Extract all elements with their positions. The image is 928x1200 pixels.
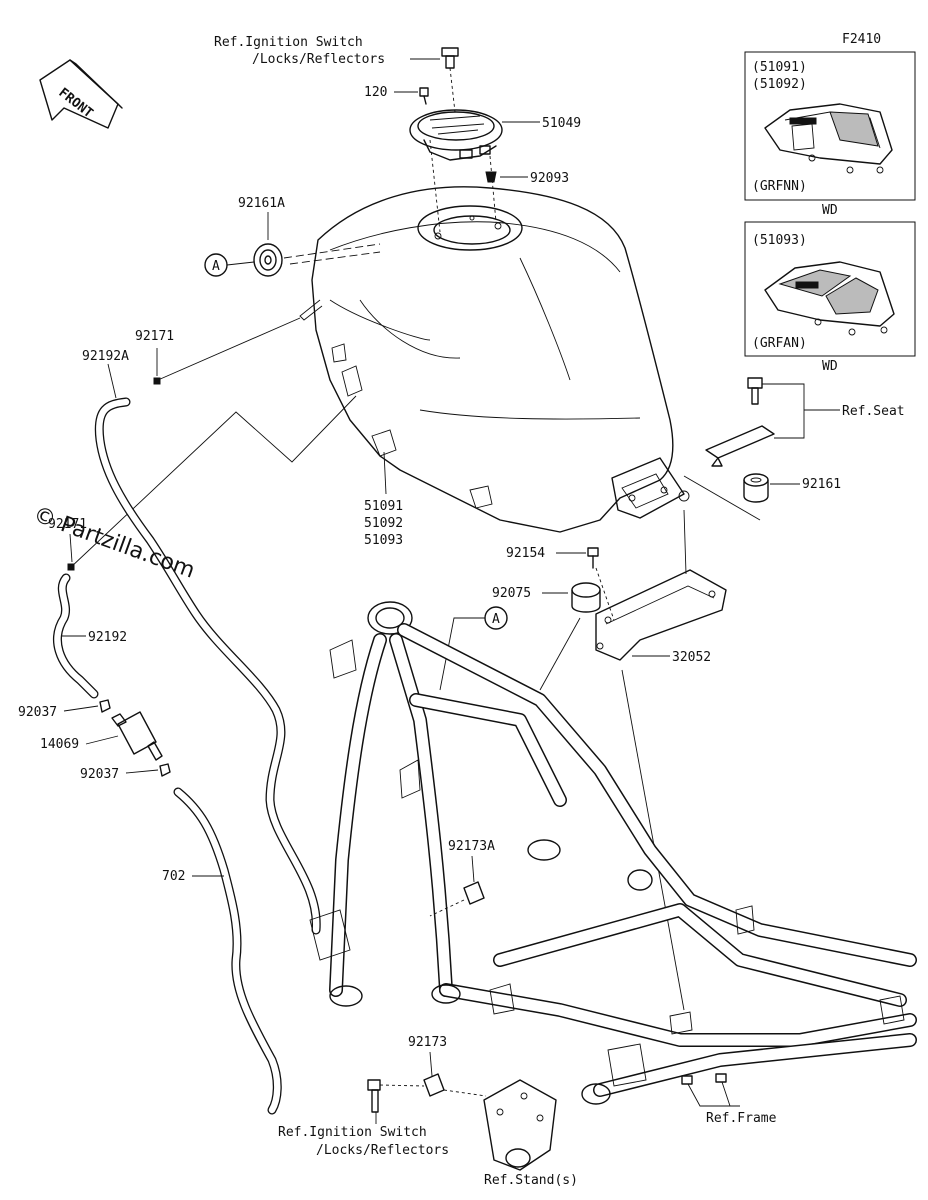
- callout-32052: 32052: [672, 650, 711, 665]
- ref-ignition-bottom-line-2: /Locks/Reflectors: [316, 1143, 449, 1158]
- bolt-92154-icon: [587, 547, 599, 569]
- callout-702: 702: [162, 869, 185, 884]
- ref-ignition-bottom-line-1: Ref.Ignition Switch: [278, 1125, 427, 1140]
- inset-grfnn: (51091) (51092) (GRFNN) WD: [744, 51, 916, 218]
- frame-clip-icon: [681, 1073, 727, 1085]
- screw-120-icon: [419, 87, 429, 105]
- callout-14069: 14069: [40, 737, 79, 752]
- hose-92192-icon: [52, 573, 99, 699]
- inset-grfan: (51093) (GRFAN) WD: [744, 221, 916, 374]
- inset-grfan-caption: WD: [822, 359, 838, 374]
- ref-frame-label: Ref.Frame: [706, 1111, 777, 1126]
- grommet-92161a-icon: [253, 243, 283, 277]
- inset-grfan-variant: (GRFAN): [752, 336, 807, 351]
- callout-92173a: 92173A: [448, 839, 495, 854]
- inset-grfnn-code-2: (51092): [752, 77, 807, 92]
- ref-ignition-top-line-1: Ref.Ignition Switch: [214, 35, 363, 50]
- callout-92154: 92154: [506, 546, 545, 561]
- bolt-top-icon: [441, 47, 459, 69]
- watermark: © Partzilla.com: [30, 502, 198, 584]
- diagram-code: F2410: [842, 32, 881, 47]
- grommet-92161-icon: [743, 473, 769, 503]
- callout-51093: 51093: [364, 533, 403, 548]
- fuel-filter-icon: [111, 711, 163, 761]
- inset-grfnn-variant: (GRFNN): [752, 179, 807, 194]
- callout-92037-bottom: 92037: [80, 767, 119, 782]
- callout-92173: 92173: [408, 1035, 447, 1050]
- ref-ignition-top-line-2: /Locks/Reflectors: [252, 52, 385, 67]
- callout-92075: 92075: [492, 586, 531, 601]
- hose-92192a-icon: [94, 397, 321, 935]
- frame-icon: [309, 601, 917, 1105]
- ref-seat-label: Ref.Seat: [842, 404, 905, 419]
- callout-92192: 92192: [88, 630, 127, 645]
- inset-grfan-frame: [744, 221, 916, 357]
- bolt-bottom-icon: [367, 1079, 381, 1113]
- seat-bracket-icon: [705, 425, 775, 467]
- inset-grfnn-code-1: (51091): [752, 60, 807, 75]
- gasket-92093-icon: [485, 171, 497, 183]
- inset-grfan-code-1: (51093): [752, 233, 807, 248]
- hose-702-icon: [173, 787, 282, 1115]
- callout-92171-top: 92171: [135, 329, 174, 344]
- inset-grfnn-frame: [744, 51, 916, 201]
- ref-stand-label: Ref.Stand(s): [484, 1173, 578, 1188]
- damper-92075-icon: [571, 582, 601, 613]
- callout-92161: 92161: [802, 477, 841, 492]
- fuel-cap-icon: [409, 109, 503, 161]
- bracket-32052-icon: [595, 569, 727, 661]
- circle-a-label: A: [212, 259, 220, 274]
- stand-bracket-icon: [483, 1079, 557, 1171]
- callout-92192a: 92192A: [82, 349, 129, 364]
- front-arrow-icon: FRONT: [39, 59, 123, 129]
- callout-92171-left: 92171: [48, 517, 87, 532]
- inset-grfnn-caption: WD: [822, 203, 838, 218]
- circle-a2-label: A: [492, 612, 500, 627]
- callout-92037-top: 92037: [18, 705, 57, 720]
- callout-51091: 51091: [364, 499, 403, 514]
- callout-92161a: 92161A: [238, 196, 285, 211]
- tank-cover-grfnn-icon: [764, 103, 893, 174]
- collar-92173-icon: [423, 1073, 445, 1097]
- front-label: FRONT: [56, 85, 96, 121]
- callout-51092: 51092: [364, 516, 403, 531]
- fuel-tank-icon: [299, 186, 690, 533]
- collar-92173a-icon: [463, 881, 485, 905]
- callout-51049: 51049: [542, 116, 581, 131]
- seat-bolt-icon: [747, 377, 763, 405]
- tank-cover-grfan-icon: [764, 261, 895, 336]
- callout-92093: 92093: [530, 171, 569, 186]
- callout-120: 120: [364, 85, 387, 100]
